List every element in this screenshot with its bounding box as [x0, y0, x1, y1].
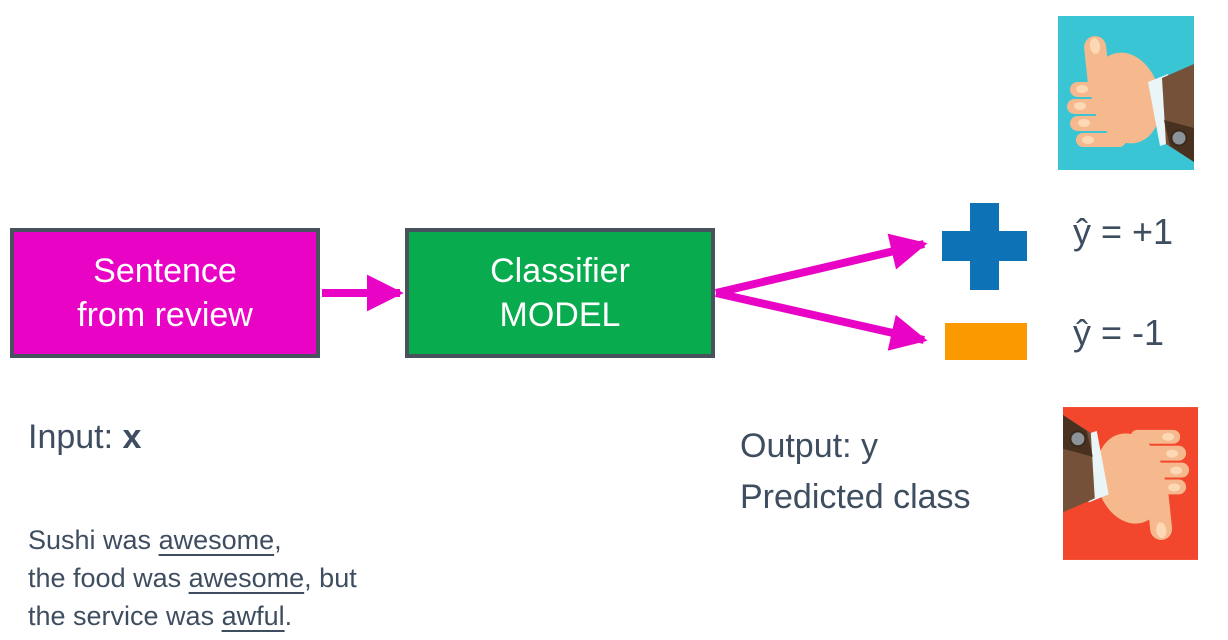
positive-prediction-label: ŷ = +1	[1073, 211, 1174, 252]
arrow-model-to-negative	[715, 289, 928, 351]
underlined-word: awesome	[188, 563, 305, 593]
model-box-line2: MODEL	[499, 296, 621, 334]
output-caption-line2: Predicted class	[740, 478, 971, 516]
output-caption-line1: Output: y	[740, 427, 878, 465]
input-box-line2: from review	[77, 296, 253, 334]
minus-icon	[945, 323, 1027, 360]
review-line-3: the service was awful.	[28, 601, 293, 631]
classifier-model-box: Classifier MODEL	[405, 228, 715, 358]
input-caption-prefix: Input:	[28, 418, 123, 456]
thumbs-down-icon	[1063, 407, 1198, 560]
arrow-model-to-positive	[715, 233, 928, 297]
review-line-1: Sushi was awesome,	[28, 525, 282, 555]
plus-icon	[942, 203, 1027, 290]
underlined-word: awful	[221, 601, 285, 631]
thumbs-up-icon	[1058, 16, 1194, 170]
review-line-2: the food was awesome, but	[28, 563, 357, 593]
model-box-line1: Classifier	[490, 252, 630, 290]
output-caption: Output: y Predicted class	[740, 421, 971, 523]
underlined-word: awesome	[158, 525, 275, 555]
input-sentence-box: Sentence from review	[10, 228, 320, 358]
negative-prediction-label: ŷ = -1	[1073, 312, 1165, 353]
input-caption-symbol: x	[122, 418, 142, 456]
input-caption: Input: x	[28, 418, 141, 457]
input-box-line1: Sentence	[93, 252, 237, 290]
example-review: Sushi was awesome, the food was awesome,…	[28, 521, 357, 635]
